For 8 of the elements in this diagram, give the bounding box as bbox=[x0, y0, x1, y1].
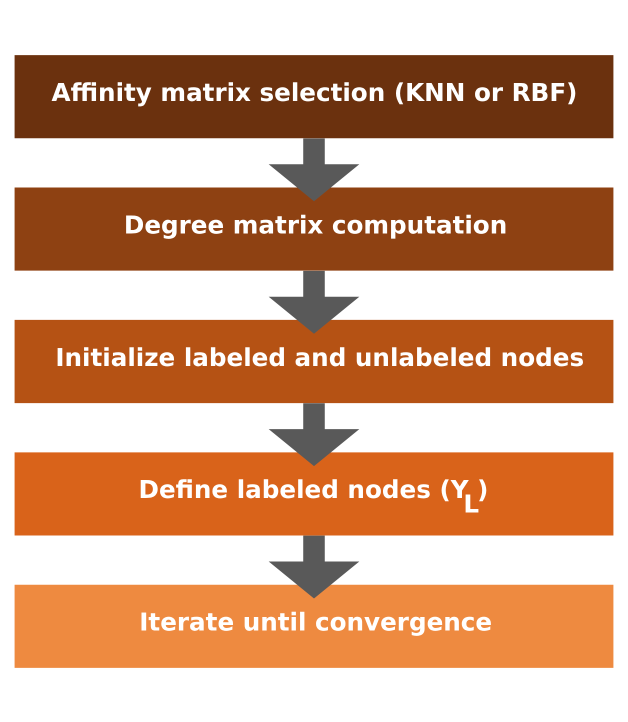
arrow bbox=[268, 270, 360, 334]
node-box: Affinity matrix selection (KNN or RBF) bbox=[14, 54, 614, 138]
node-box: Degree matrix computation bbox=[14, 187, 614, 270]
arrow bbox=[268, 138, 360, 201]
node-box: Iterate until convergence bbox=[14, 584, 614, 668]
arrow bbox=[268, 535, 360, 598]
node-box: Initialize labeled and unlabeled nodes bbox=[14, 319, 614, 403]
arrow bbox=[268, 402, 360, 466]
